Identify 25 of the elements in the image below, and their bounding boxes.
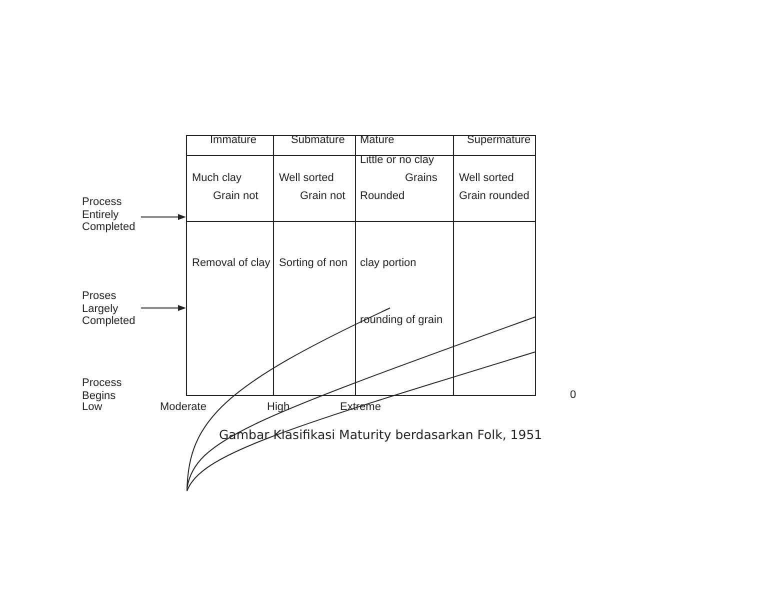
- cell-text: Rounded: [360, 190, 405, 202]
- axis-label: Low: [82, 401, 102, 414]
- cell-text: Much clay: [192, 172, 242, 184]
- column-header: Mature: [360, 134, 394, 146]
- axis-label: Moderate: [160, 401, 206, 414]
- cell-text: Grain not: [300, 190, 346, 202]
- cell-text: Grains: [405, 172, 438, 184]
- cell-text: Well sorted: [279, 172, 334, 184]
- cell-text: Grain rounded: [459, 190, 530, 202]
- column-header: Submature: [291, 134, 345, 146]
- arrow: [140, 214, 186, 220]
- arrow: [140, 305, 186, 311]
- axis-label: 0: [570, 389, 576, 402]
- cell-text: clay portion: [360, 257, 416, 270]
- row-label: Process Begins: [82, 377, 123, 402]
- table-grid: [186, 135, 536, 396]
- column-header: Immature: [210, 134, 256, 146]
- cell-text: Well sorted: [459, 172, 514, 184]
- cell-text: Removal of clay: [192, 257, 270, 270]
- row-label: Proses Largely Completed: [82, 290, 132, 328]
- cell-text: Grain not: [213, 190, 258, 202]
- row-label: Process Entirely Completed: [82, 196, 132, 234]
- cell-text: Sorting of non: [279, 257, 348, 270]
- cell-text: Little or no clay: [360, 154, 434, 166]
- column-header: Supermature: [467, 134, 531, 146]
